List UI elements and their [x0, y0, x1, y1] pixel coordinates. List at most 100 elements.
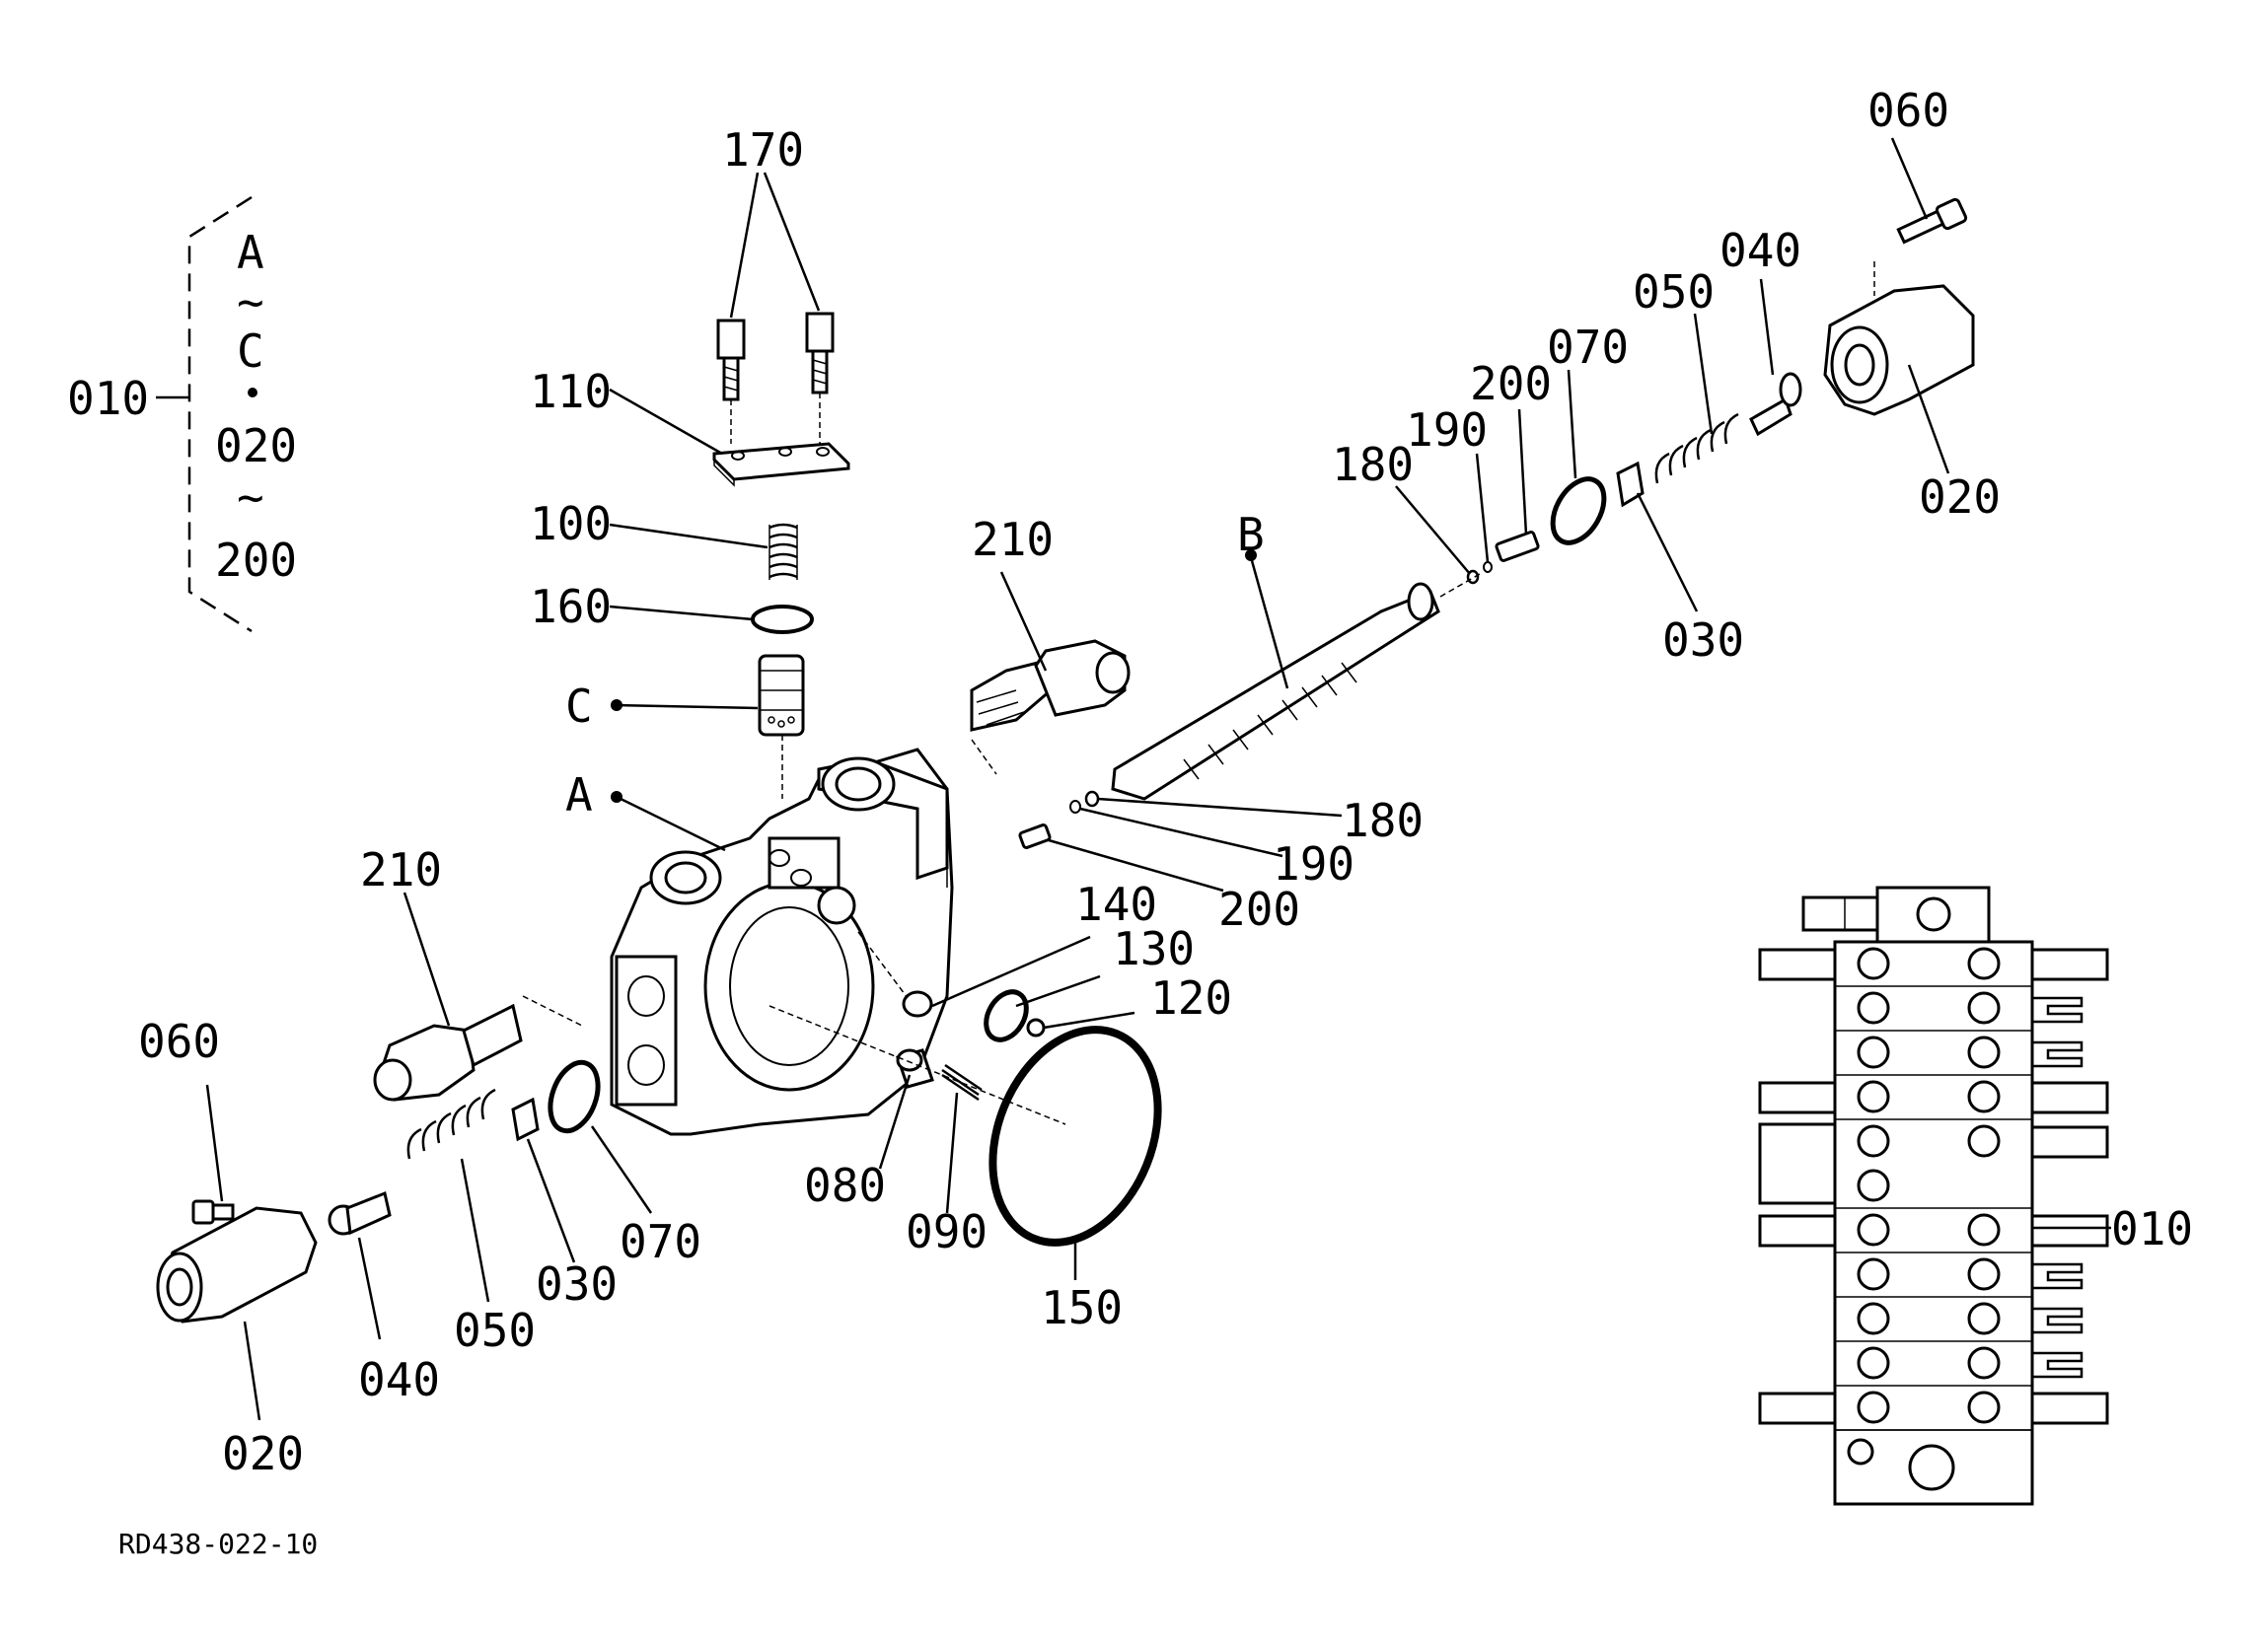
o-ring-180-upper [1466, 569, 1480, 585]
callout-020-upper: 020 [1919, 470, 2001, 524]
stack-row-port-left [1857, 1124, 1890, 1158]
stack-row-port-right [1967, 1036, 2001, 1069]
stack-row-right-block [2030, 1125, 2109, 1159]
group-range-bottom-end: 200 [215, 534, 297, 587]
callout-170: 170 [722, 123, 804, 177]
callout-190-upper: 190 [1406, 403, 1488, 457]
callout-labels: 170 110 100 160 C A B 210 210 060 060 04… [138, 84, 2001, 1480]
callout-050-upper: 050 [1633, 265, 1715, 319]
callout-140: 140 [1075, 878, 1157, 931]
stack-row-left-block [1758, 1214, 1837, 1248]
callout-040-lower: 040 [358, 1353, 440, 1406]
spring-050-lower [406, 1088, 496, 1160]
washer-190-lower [1069, 800, 1081, 814]
stack-row-port-left-lower [1857, 1169, 1890, 1202]
callout-100: 100 [530, 497, 612, 550]
cover-020-upper [1823, 284, 1975, 416]
stack-row-port-right [1967, 1391, 2001, 1424]
stack-row-right-slot [2032, 1262, 2084, 1290]
plug-080 [896, 1048, 934, 1089]
callout-050-lower: 050 [454, 1304, 536, 1357]
group-bullet-dot [248, 388, 257, 397]
stack-port-small [1847, 1438, 1874, 1466]
callout-150: 150 [1041, 1281, 1123, 1334]
stack-row-right-block [2030, 1214, 2109, 1248]
group-range-bottom-tilde: ~ [237, 470, 264, 524]
stopper-030-lower [511, 1097, 540, 1142]
stack-row-left-block [1758, 948, 1837, 981]
callout-180-upper: 180 [1332, 438, 1414, 491]
bolt-060-upper [1896, 197, 1968, 245]
stack-row-port-left [1857, 991, 1890, 1025]
spool-b [1111, 582, 1440, 801]
group-range-top-end: C [237, 324, 264, 378]
callout-030-lower: 030 [536, 1257, 618, 1311]
stack-row-port-left [1857, 1302, 1890, 1335]
group-range-top-start: A [237, 226, 264, 279]
group-bracket: 010 A ~ C 020 ~ 200 [67, 195, 297, 633]
stack-row-right-slot [2032, 1351, 2084, 1379]
group-range-bottom-start: 020 [215, 419, 297, 472]
callout-190-lower: 190 [1273, 837, 1354, 891]
callout-070-upper: 070 [1547, 321, 1629, 374]
stack-top-block [1875, 886, 1991, 944]
stack-row-port-left [1857, 947, 1890, 980]
o-ring-180-lower [1084, 790, 1100, 808]
stack-row-port-left [1857, 1391, 1890, 1424]
figure-id: RD438-022-10 [118, 1528, 318, 1560]
plug-200-lower [1018, 823, 1052, 849]
o-ring-070-lower [548, 1059, 601, 1134]
callout-120: 120 [1150, 971, 1232, 1025]
retainer-040-upper [1749, 372, 1802, 437]
o-ring-150 [988, 1026, 1162, 1247]
stack-row-right-slot [2032, 1307, 2084, 1334]
stack-row-right-block [2030, 1392, 2109, 1425]
callout-090: 090 [906, 1205, 988, 1258]
stack-port-large [1908, 1444, 1955, 1491]
callout-a: A [565, 768, 593, 822]
stack-row-port-left [1857, 1080, 1890, 1113]
relief-valve-210-lower [373, 1003, 523, 1102]
bolt-060-lower [191, 1199, 235, 1225]
callout-130: 130 [1113, 922, 1195, 975]
callout-010: 010 [2111, 1202, 2193, 1255]
marker-dot-a [611, 791, 622, 803]
pin-140 [902, 990, 933, 1018]
marker-dot-b [1245, 549, 1257, 561]
callout-160: 160 [530, 580, 612, 633]
stack-row-port-left [1857, 1213, 1890, 1247]
callout-210-upper: 210 [972, 513, 1054, 566]
callout-200-upper: 200 [1470, 357, 1552, 410]
stack-row-port-left [1857, 1346, 1890, 1380]
callout-070-lower: 070 [620, 1215, 701, 1268]
cover-plate-110 [712, 442, 850, 487]
callout-020-lower: 020 [222, 1427, 304, 1480]
stack-row-port-right [1967, 1302, 2001, 1335]
stopper-030-upper [1616, 461, 1645, 508]
stack-row-left-block [1758, 1392, 1837, 1425]
stack-row-right-slot [2032, 996, 2084, 1024]
stack-row-right-block [2030, 948, 2109, 981]
callout-b: B [1237, 508, 1265, 561]
o-ring-160 [751, 605, 814, 634]
stack-row-left-block [1758, 1081, 1837, 1114]
stack-row-port-right [1967, 1257, 2001, 1291]
stack-row-port-right [1967, 1124, 2001, 1158]
plug-200-upper [1495, 531, 1540, 562]
valve-stack-overview: 010 [1758, 886, 2193, 1506]
stack-row-port-left [1857, 1036, 1890, 1069]
callout-110: 110 [530, 365, 612, 418]
relief-valve-210-upper [970, 639, 1131, 732]
stack-row-right-block [2030, 1081, 2109, 1114]
stack-row-port-right [1967, 947, 2001, 980]
cap-bolt-left [716, 319, 746, 401]
leader-lines [205, 137, 1950, 1421]
stack-row-port-right [1967, 991, 2001, 1025]
callout-060-upper: 060 [1867, 84, 1949, 137]
callout-060-lower: 060 [138, 1015, 220, 1068]
stack-row-left-block [1758, 1122, 1837, 1205]
stack-row-right-slot [2032, 1040, 2084, 1068]
group-range-top-tilde: ~ [237, 275, 264, 328]
o-ring-130 [984, 989, 1029, 1042]
callout-c: C [565, 680, 593, 733]
